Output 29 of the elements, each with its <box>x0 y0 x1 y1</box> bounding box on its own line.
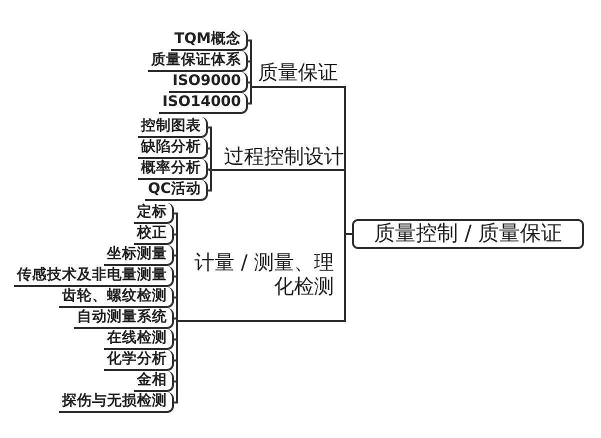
leaf-label: 自动测量系统 <box>74 308 174 329</box>
topic-box: 质量控制 / 质量保证 <box>352 219 584 249</box>
leaf-label: 校正 <box>134 224 174 245</box>
leaf-label: 化学分析 <box>104 350 174 371</box>
leaf-label: 传感技术及非电量测量 <box>14 266 174 287</box>
leaf-label: ISO9000 <box>169 72 248 93</box>
branch-label: 过程控制设计 <box>209 144 346 171</box>
leaf-label: 在线检测 <box>104 329 174 350</box>
leaf-label: 坐标测量 <box>104 245 174 266</box>
connector-line <box>174 320 178 404</box>
leaf-label: 探伤与无损检测 <box>59 392 174 413</box>
connector-line <box>248 82 252 88</box>
branch-label: 质量保证 <box>250 60 346 88</box>
leaf-label: 控制图表 <box>138 117 208 138</box>
leaf-label: 齿轮、螺纹检测 <box>59 287 174 308</box>
leaf-label: 金相 <box>134 371 174 392</box>
connector-line <box>208 148 212 171</box>
connector-line <box>174 318 178 322</box>
leaf-label: TQM概念 <box>171 30 248 51</box>
connector-line <box>248 86 252 104</box>
leaf-label: 概率分析 <box>138 159 208 180</box>
connector-line <box>208 169 212 192</box>
leaf-label: ISO14000 <box>159 93 248 114</box>
leaf-label: QC活动 <box>145 180 208 201</box>
leaf-label: 定标 <box>134 203 174 224</box>
connector-line <box>208 168 212 171</box>
leaf-label: 缺陷分析 <box>138 138 208 159</box>
leaf-label: 质量保证体系 <box>148 51 248 72</box>
branch-label: 计量 / 测量、理化检测 <box>178 250 346 322</box>
